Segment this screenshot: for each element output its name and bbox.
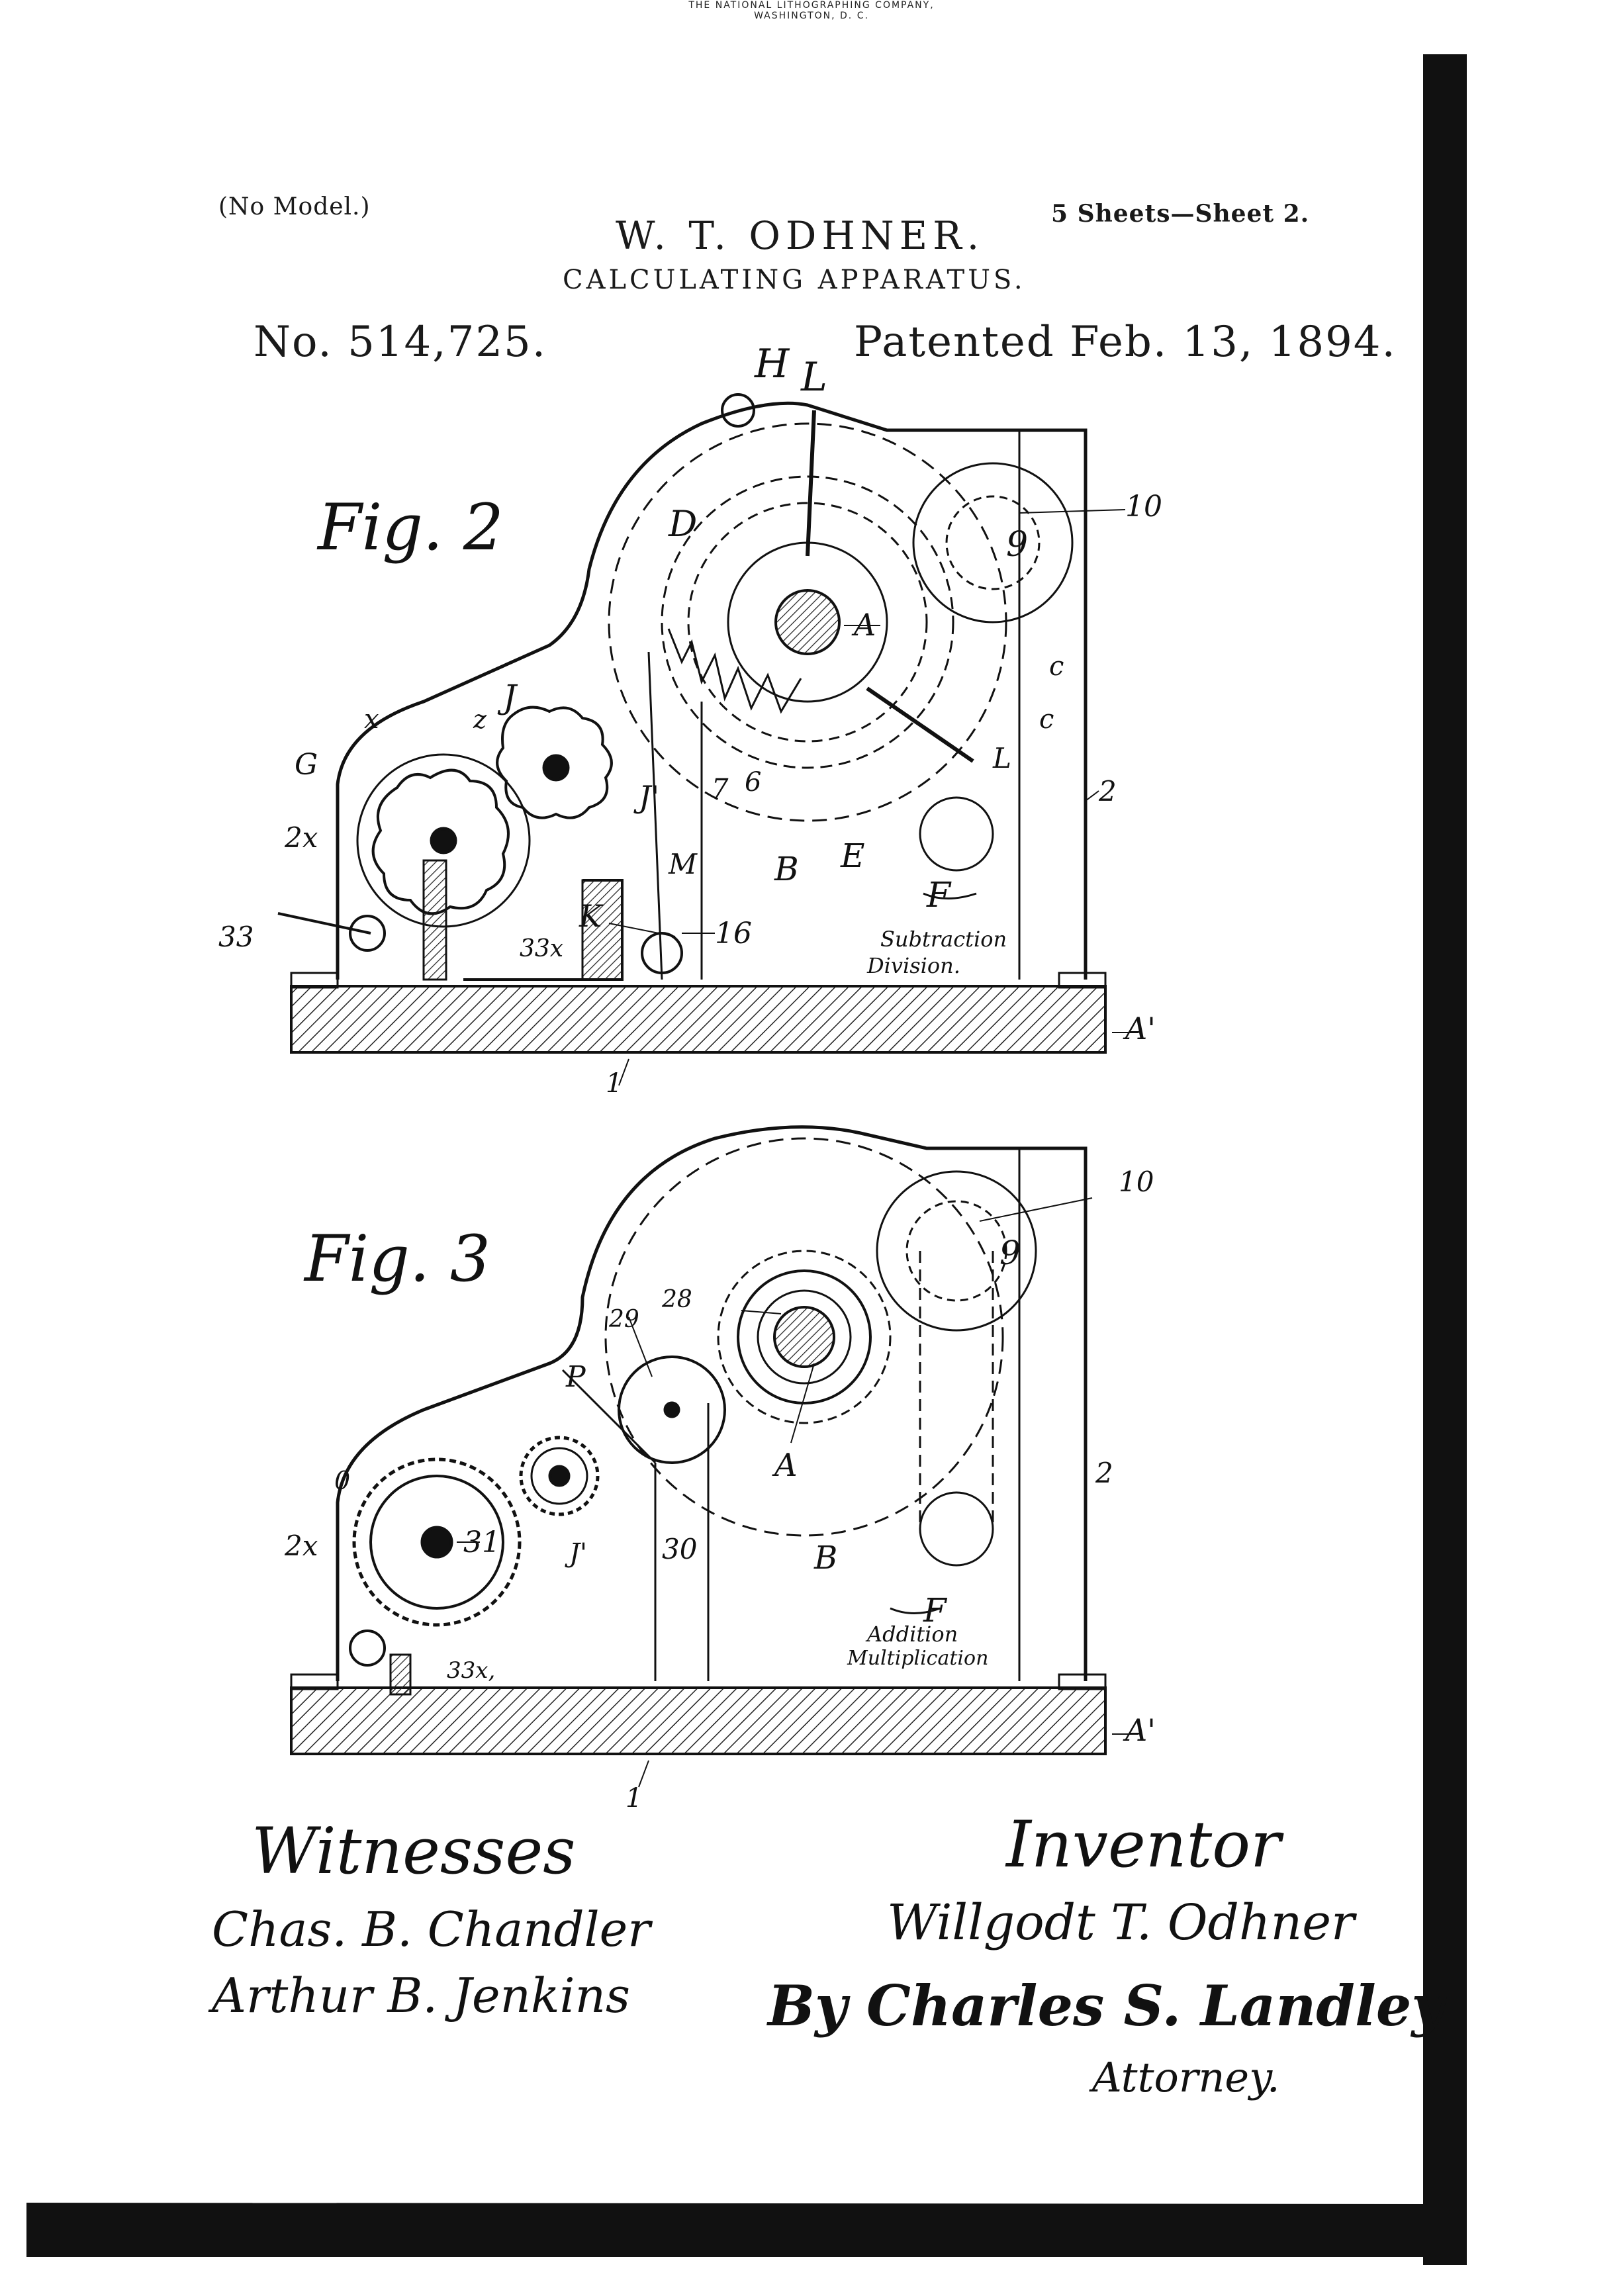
fig2-labels-16-label: 16 — [715, 917, 752, 950]
fig3-labels-2-label: 2 — [1095, 1457, 1113, 1489]
fig2-labels-l-label: L — [800, 354, 827, 400]
fig2-labels-1-label: 1 — [606, 1068, 622, 1099]
fig3-labels-f-label: F — [923, 1591, 948, 1630]
fig3-labels-10-label: 10 — [1119, 1166, 1154, 1198]
fig2-labels-10-label: 10 — [1125, 490, 1162, 524]
fig2-labels-m-label: M — [668, 848, 698, 880]
fig3-labels-a1-label: A' — [1123, 1712, 1156, 1748]
printer-imprint-line-1: THE NATIONAL LITHOGRAPHING COMPANY, — [688, 0, 935, 11]
inventor-signature: Willgodt T. Odhner — [887, 1894, 1358, 1951]
fig3-gear-29 — [618, 1355, 726, 1464]
fig2-wheel-10 — [912, 462, 1074, 623]
fig3-labels-a-label: A — [772, 1447, 798, 1484]
fig2-labels-2x-label: 2x — [284, 821, 318, 854]
fig3-gear-J1 — [519, 1436, 600, 1516]
fig3-labels-31-label: 31 — [463, 1526, 500, 1559]
fig3-drum — [604, 1137, 1004, 1537]
fig3-direction_label_1-label: Addition — [865, 1622, 958, 1647]
fig2-direction_label_1-label: Subtraction — [880, 927, 1007, 952]
witness-1-signature: Chas. B. Chandler — [212, 1902, 653, 1957]
figure-3 — [290, 1125, 1138, 1788]
fig2-drum — [608, 422, 1007, 822]
fig3-base — [290, 1686, 1107, 1755]
fig2-labels-d-label: D — [668, 503, 697, 545]
fig2-caption: Fig. 2 — [316, 490, 504, 565]
fig3-shaft-A — [773, 1306, 835, 1368]
signatures: Witnesses Chas. B. Chandler Arthur B. Je… — [208, 1808, 1447, 2101]
witnesses-heading: Witnesses — [252, 1814, 576, 1888]
fig3-labels-j1-label: J' — [565, 1538, 587, 1569]
fig2-labels-e-label: E — [840, 837, 865, 875]
inventor-name-heading: W. T. ODHNER. — [616, 213, 985, 258]
fig3-labels-33x-label: 33x, — [447, 1657, 495, 1684]
attorney-signature: By Charles S. Landley — [766, 1973, 1447, 2039]
fig2-labels-7-label: 7 — [712, 774, 729, 804]
fig3-labels-2x-label: 2x — [284, 1530, 318, 1562]
fig2-labels-a-label: A — [851, 607, 876, 643]
fig2-labels-j1-label: J' — [633, 779, 659, 815]
scan-bottom-border — [26, 2203, 1467, 2257]
fig2-labels-c2-label: c — [1039, 704, 1054, 735]
fig3-labels-1-label: 1 — [626, 1783, 642, 1814]
fig2-gear-J — [496, 706, 613, 819]
fig3-labels-9-label: 9 — [999, 1234, 1021, 1272]
fig2-labels-j-label: J — [497, 678, 518, 716]
fig2-labels-a1-label: A' — [1123, 1011, 1156, 1046]
fig2-labels-2-label: 2 — [1098, 775, 1117, 807]
inventor-heading: Inventor — [1005, 1808, 1284, 1882]
fig3-direction_label_2-label: Multiplication — [847, 1647, 988, 1670]
fig2-base — [290, 985, 1107, 1054]
fig2-direction_label_2-label: Division. — [866, 953, 960, 978]
scan-right-border — [1423, 54, 1467, 2265]
fig3-labels-0-label: 0 — [334, 1466, 350, 1495]
printer-imprint-line-2: WASHINGTON, D. C. — [754, 11, 869, 21]
fig3-labels-30-label: 30 — [662, 1533, 697, 1565]
fig3-labels-p-label: P — [565, 1360, 586, 1394]
attorney-label: Attorney. — [1089, 2053, 1280, 2101]
fig2-labels-c1-label: c — [1049, 651, 1064, 682]
figure-2 — [277, 393, 1138, 1086]
fig2-labels-9-label: 9 — [1006, 525, 1028, 565]
fig3-caption: Fig. 3 — [303, 1222, 490, 1296]
fig2-labels: Fig. 2 H L D A 10 9 c c L J z x G 2x J' … — [218, 341, 1162, 1099]
fig3-labels-29-label: 29 — [608, 1306, 639, 1333]
fig2-housing — [336, 401, 1088, 980]
fig2-labels-b-label: B — [774, 850, 799, 888]
fig2-labels-f-label: F — [926, 876, 952, 915]
fig3-labels: Fig. 3 10 9 28 29 P 0 A 2 31 2x J' 30 B … — [284, 1166, 1156, 1814]
invention-title: CALCULATING APPARATUS. — [563, 265, 1026, 295]
patent-number: No. 514,725. — [254, 318, 547, 367]
fig2-labels-k-label: K — [579, 898, 604, 934]
fig2-labels-6-label: 6 — [745, 767, 761, 798]
witness-2-signature: Arthur B. Jenkins — [208, 1968, 630, 2023]
fig2-labels-33x-label: 33x — [520, 935, 563, 962]
fig2-labels-x-label: x — [364, 704, 379, 735]
fig3-labels-28-label: 28 — [661, 1286, 692, 1313]
fig3-wheel-10 — [876, 1170, 1037, 1332]
fig2-labels-33-label: 33 — [218, 921, 254, 953]
fig3-gear-O — [352, 1457, 522, 1627]
fig3-housing — [336, 1125, 1088, 1681]
fig2-labels-h-label: H — [754, 341, 790, 387]
patent-date: Patented Feb. 13, 1894. — [854, 318, 1397, 367]
fig3-labels-b-label: B — [813, 1539, 837, 1577]
fig2-labels-g-label: G — [295, 748, 318, 782]
fig2-labels-l2-label: L — [992, 742, 1011, 774]
no-model-note: (No Model.) — [218, 193, 371, 220]
fig2-shaft-A — [774, 589, 841, 655]
fig2-labels-z-label: z — [473, 705, 487, 734]
sheet-count: 5 Sheets—Sheet 2. — [1051, 200, 1310, 228]
